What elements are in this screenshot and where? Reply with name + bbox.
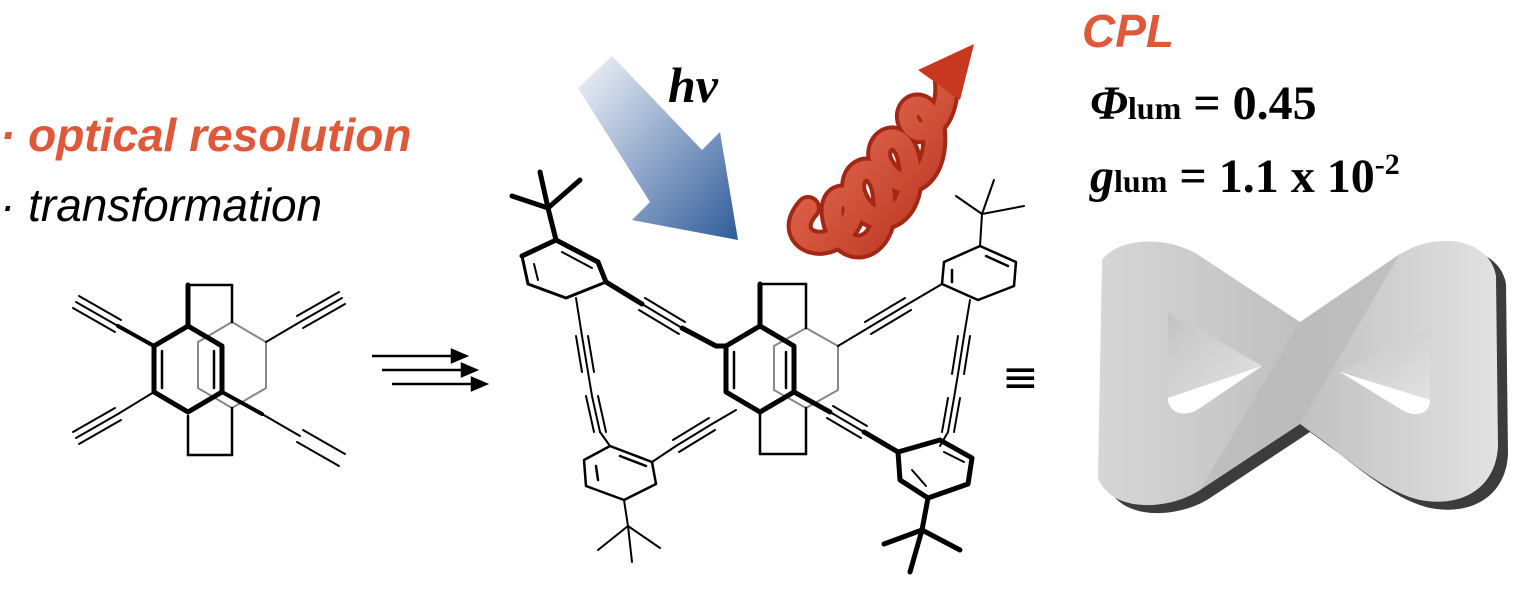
dissymmetry-factor-line: glum = 1.1 x 10-2 (1090, 148, 1400, 204)
bullet-transformation: · transformation (0, 179, 323, 231)
light-label: hν (668, 57, 718, 113)
cpl-title: CPL (1082, 5, 1174, 57)
mobius-ribbon-icon (1098, 240, 1508, 514)
equivalence-symbol: ≡ (1002, 352, 1039, 403)
phi-symbol: Φ (1090, 77, 1128, 130)
cpl-helix-icon (786, 44, 974, 260)
g-subscript: lum (1114, 163, 1168, 199)
starting-material-structure (72, 282, 346, 467)
bullet-optical-resolution: · optical resolution (0, 109, 412, 161)
phi-subscript: lum (1127, 90, 1182, 126)
phi-equals: = (1181, 77, 1233, 130)
g-value: 1.1 x 10 (1218, 150, 1375, 203)
quantum-yield-line: Φlum = 0.45 (1090, 76, 1317, 131)
g-exponent: -2 (1374, 148, 1400, 181)
phi-value: 0.45 (1232, 77, 1317, 130)
reaction-arrow-icon (372, 348, 490, 392)
g-equals: = (1167, 150, 1219, 203)
g-symbol: g (1090, 150, 1114, 203)
light-arrow-icon (578, 56, 738, 240)
macrocycle-structure (509, 169, 1025, 575)
